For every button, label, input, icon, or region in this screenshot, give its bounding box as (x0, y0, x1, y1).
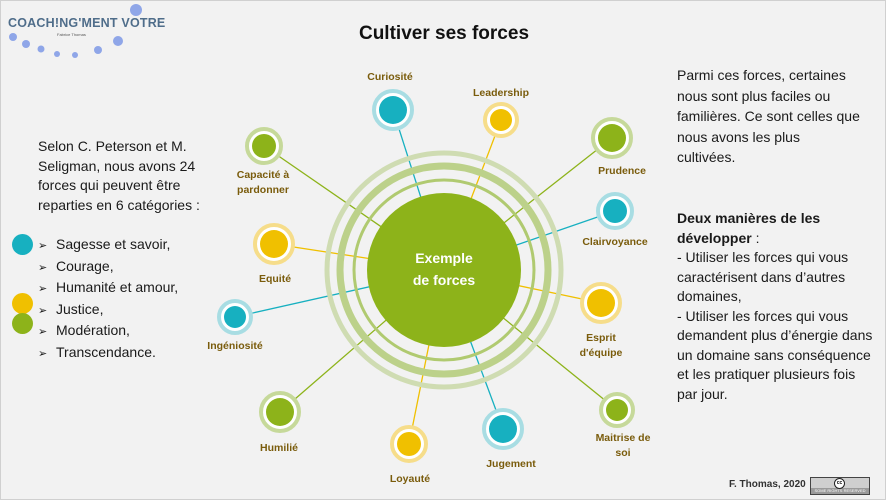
cc-license-badge: cc SOME RIGHTS RESERVED (810, 477, 870, 495)
node-leadership (490, 109, 512, 131)
label-humilie-1: Humilié (260, 442, 298, 454)
node-prudence (598, 124, 626, 152)
logo-dot-2 (22, 40, 30, 48)
node-humilie (266, 398, 294, 426)
category-item: ➢ Transcendance. (38, 343, 178, 365)
logo-subtitle: Fabrice Thomas (57, 32, 86, 37)
arrow-bullet-icon: ➢ (38, 347, 48, 360)
label-maitrise-de-soi-1: Maitrise de (596, 432, 651, 444)
middle-ring (336, 162, 552, 378)
node-curiosite (379, 96, 407, 124)
label-clairvoyance-1: Clairvoyance (582, 236, 648, 248)
label-prudence-1: Prudence (598, 165, 646, 177)
node-clairvoyance (603, 199, 627, 223)
node-capacite-a-pardonner (252, 134, 276, 158)
arrow-bullet-icon: ➢ (38, 240, 48, 252)
left-intro: Selon C. Peterson et M. Seligman, nous a… (38, 138, 200, 213)
label-capacite-a-pardonner-2: pardonner (237, 184, 289, 196)
center-label-line1: Exemple (415, 250, 473, 266)
right-paragraph: Parmi ces forces, certaines nous sont pl… (677, 67, 860, 165)
node-jugement (489, 415, 517, 443)
category-list: ➢ Sagesse et savoir, ➢ Courage, ➢ Humanité et… (38, 235, 178, 364)
arrow-bullet-icon: ➢ (38, 283, 48, 295)
label-jugement-1: Jugement (486, 458, 536, 470)
label-curiosite-1: Curiosité (367, 71, 413, 83)
slide-title: Cultiver ses forces (358, 23, 530, 44)
logo-dot-8 (130, 4, 142, 16)
category-label: Modération, (56, 322, 130, 338)
logo-dot-7 (113, 36, 123, 46)
category-item: ➢ Sagesse et savoir, (38, 235, 178, 257)
category-item: ➢ Humanité et amour, (38, 278, 178, 300)
category-dot-green (12, 313, 33, 334)
label-maitrise-de-soi-2: soi (615, 447, 630, 459)
node-esprit-equipe (587, 289, 615, 317)
logo-dot-1 (9, 33, 17, 41)
right-bullet-2: - Utiliser les forces qui vous demandent… (677, 307, 873, 402)
category-label: Sagesse et savoir, (56, 236, 171, 252)
category-dot-yellow (12, 293, 33, 314)
node-equite (260, 230, 288, 258)
label-esprit-equipe-2: d'équipe (580, 347, 623, 359)
label-leadership-1: Leadership (473, 87, 529, 99)
label-esprit-equipe-1: Esprit (586, 332, 616, 344)
category-item: ➢ Modération, (38, 321, 178, 343)
logo-dot-3 (37, 45, 45, 53)
category-item: ➢ Courage, (38, 257, 178, 279)
category-label: Humanité et amour, (56, 279, 179, 295)
logo-text: COACH!NG'MENT VOTRE (8, 16, 166, 30)
logo: COACH!NG'MENT VOTRE Fabrice Thomas (1, 1, 171, 63)
inner-ring (352, 178, 536, 362)
category-label: Justice, (56, 300, 104, 317)
logo-dot-5 (72, 52, 78, 58)
node-maitrise-de-soi (606, 399, 628, 421)
category-item: ➢ Justice, (38, 300, 178, 322)
left-text: Selon C. Peterson et M. Seligman, nous a… (38, 137, 223, 215)
right-heading-line: Deux manières de les développer : (677, 209, 877, 248)
category-dot-teal (12, 234, 33, 255)
right-bullet-1: - Utiliser les forces qui vous caractéri… (677, 249, 849, 304)
category-label: Courage, (56, 257, 114, 274)
right-heading-suffix: : (751, 229, 760, 246)
arrow-bullet-icon: ➢ (38, 326, 48, 338)
center-label-line2: de forces (413, 272, 475, 288)
logo-dot-6 (94, 46, 102, 54)
logo-dot-4 (54, 51, 60, 57)
label-capacite-a-pardonner-1: Capacité à (237, 169, 290, 181)
cc-icon: cc (834, 478, 845, 489)
category-label: Transcendance. (56, 343, 156, 360)
center-circle (367, 193, 521, 347)
outer-ring (324, 150, 564, 390)
arrow-bullet-icon: ➢ (38, 261, 48, 274)
cc-license-text: SOME RIGHTS RESERVED (814, 488, 866, 493)
right-block: Deux manières de les développer : - Util… (677, 209, 877, 404)
arrow-bullet-icon: ➢ (38, 304, 48, 317)
node-ingeniosite (224, 306, 246, 328)
label-ingeniosite-1: Ingéniosité (207, 340, 263, 352)
label-loyaute-1: Loyauté (390, 473, 430, 485)
footer-author: F. Thomas, 2020 (729, 479, 806, 490)
node-loyaute (397, 432, 421, 456)
label-equite-1: Equité (259, 273, 291, 285)
right-heading: Deux manières de les développer (677, 210, 821, 246)
